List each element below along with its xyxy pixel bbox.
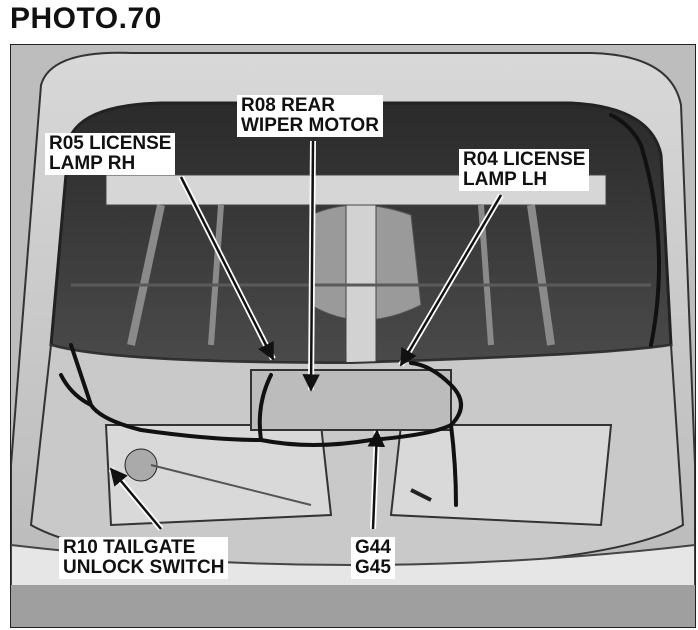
callout-r08-line2: WIPER MOTOR [241, 115, 379, 136]
tailgate-photo: R05 LICENSE LAMP RH R08 REAR WIPER MOTOR… [10, 44, 696, 628]
callout-g44-g45: G44 G45 [351, 537, 395, 579]
callout-r04-license-lamp-lh: R04 LICENSE LAMP LH [459, 149, 590, 191]
callout-r05-license-lamp-rh: R05 LICENSE LAMP RH [45, 133, 176, 175]
callout-r08-line1: R08 REAR [241, 95, 335, 116]
callout-r10-line1: R10 TAILGATE [63, 537, 196, 558]
callout-g44-line2: G45 [355, 557, 391, 578]
photo-title: PHOTO.70 [10, 2, 162, 35]
callout-g44-line1: G44 [355, 537, 391, 558]
callout-r10-tailgate-unlock-switch: R10 TAILGATE UNLOCK SWITCH [59, 537, 229, 579]
callout-r05-line1: R05 LICENSE [49, 133, 172, 154]
callout-r05-line2: LAMP RH [49, 153, 136, 174]
callout-r10-line2: UNLOCK SWITCH [63, 557, 225, 578]
callout-r04-line2: LAMP LH [463, 169, 548, 190]
callout-r04-line1: R04 LICENSE [463, 149, 586, 170]
callout-r08-rear-wiper-motor: R08 REAR WIPER MOTOR [237, 95, 383, 137]
